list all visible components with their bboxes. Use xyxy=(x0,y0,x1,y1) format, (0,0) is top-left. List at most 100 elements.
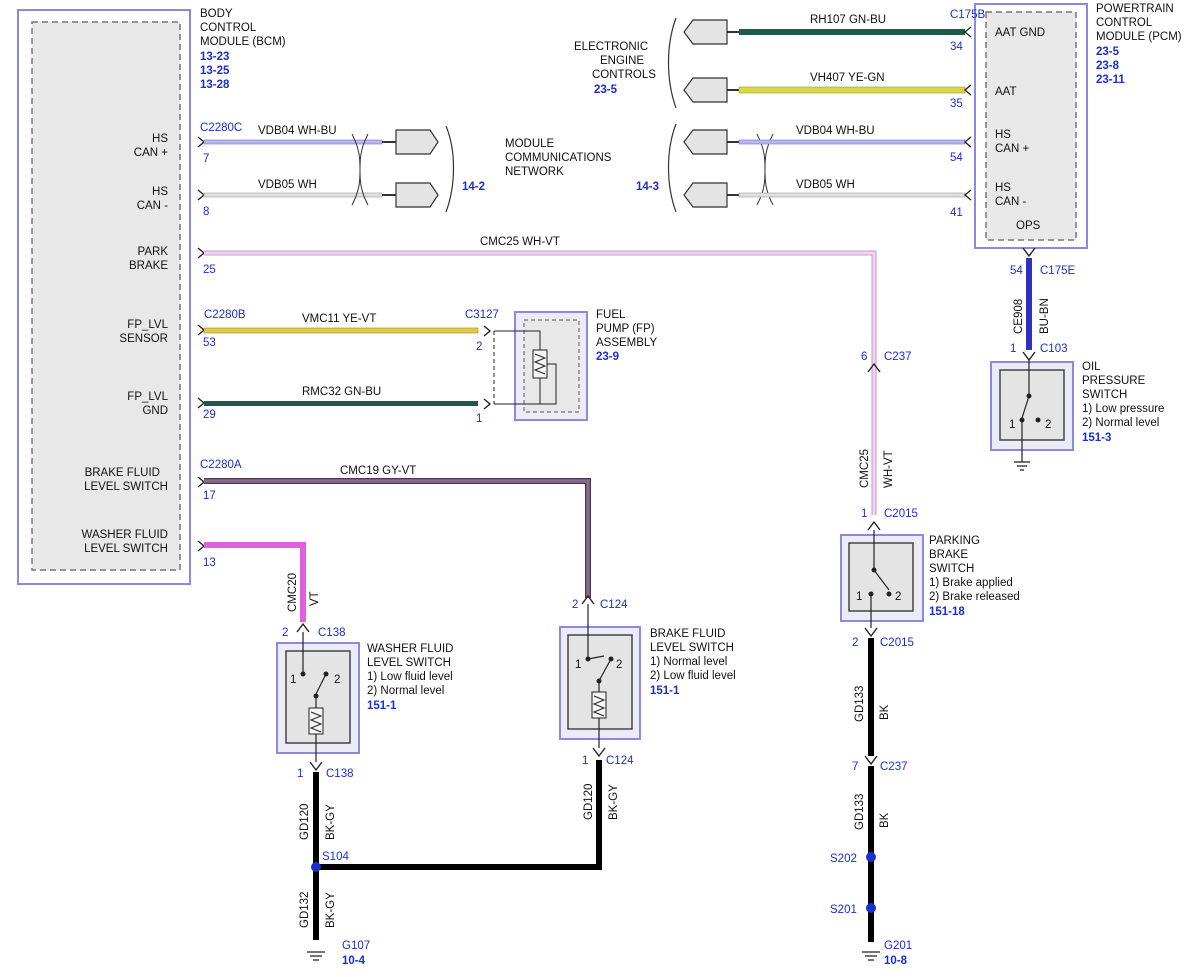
wire-vmc11 xyxy=(203,327,479,334)
park-c2015-bottom: C2015 xyxy=(880,637,914,649)
pcm-pin-aat-gnd: AAT GND xyxy=(995,27,1045,39)
brake-title-1: BRAKE FLUID xyxy=(650,628,725,640)
brake-title-4: 2) Low fluid level xyxy=(650,670,736,682)
fp-pin-1: 1 xyxy=(476,413,482,425)
wire-label-gd132-a: GD132 xyxy=(299,892,311,928)
bcm-pin-17: 17 xyxy=(203,490,216,502)
bcm-connector-c2280b: C2280B xyxy=(204,309,246,321)
pcm-title-3: MODULE (PCM) xyxy=(1096,31,1182,43)
bcm-ref-2: 13-25 xyxy=(200,65,230,77)
bcm-ref-1: 13-23 xyxy=(200,51,229,63)
mcn-connector-plus xyxy=(395,129,439,155)
oil-title-5: 2) Normal level xyxy=(1082,417,1159,429)
wire-rh107 xyxy=(739,29,965,35)
splice-s201: S201 xyxy=(830,904,857,916)
bcm-pin-hscan-minus-1: HS xyxy=(152,186,168,198)
oil-connector-c103: C103 xyxy=(1040,343,1068,355)
wire-gd133-upper xyxy=(868,638,874,756)
pcm-pin-hscan-plus-2: CAN + xyxy=(995,143,1029,155)
washer-fluid-switch: 2 C138 1 2 1 C138 WASHER FLUID LEVEL SWI… xyxy=(276,622,453,780)
splice-s202: S202 xyxy=(830,853,857,865)
mcn-ref-left: 14-2 xyxy=(462,181,485,193)
pcm-ops-connector: C175E xyxy=(1040,265,1075,277)
mcn-connector-minus xyxy=(395,182,439,208)
wire-label-vmc11: VMC11 YE-VT xyxy=(302,313,376,325)
washer-title-3: 1) Low fluid level xyxy=(367,671,453,683)
bcm-pin-fp-sensor-1: FP_LVL xyxy=(127,319,168,331)
wire-label-vh407: VH407 YE-GN xyxy=(810,72,885,84)
park-title-2: BRAKE xyxy=(929,549,968,561)
washer-pos-2: 2 xyxy=(334,674,340,686)
mcn-title-1: MODULE xyxy=(505,138,555,150)
oil-title-4: 1) Low pressure xyxy=(1082,403,1164,415)
eec-title-1: ELECTRONIC xyxy=(574,41,648,53)
bcm-wires: VDB04 WH-BU VDB05 WH 14-2 CMC25 WH-VT VM… xyxy=(203,125,877,622)
eec-connector-2 xyxy=(683,77,728,103)
ground-wires-left: GD120 BK-GY GD120 BK-GY S104 GD132 BK-GY… xyxy=(299,760,620,967)
pcm-ref-3: 23-11 xyxy=(1096,74,1125,86)
pcm-pin-41: 41 xyxy=(950,207,963,219)
mcn-bracket-left xyxy=(445,125,455,213)
mcn-title-2: COMMUNICATIONS xyxy=(505,152,612,164)
eec-ref: 23-5 xyxy=(594,84,618,96)
park-c2015-top: C2015 xyxy=(884,508,918,520)
washer-title-2: LEVEL SWITCH xyxy=(367,657,451,669)
washer-title-4: 2) Normal level xyxy=(367,685,444,697)
ground-g107: G107 xyxy=(342,940,370,952)
pcm-ops-label: OPS xyxy=(1016,220,1041,232)
ground-g107-symbol xyxy=(307,951,325,961)
bcm-pin-hscan-plus-1: HS xyxy=(152,133,168,145)
oil-pos-2: 2 xyxy=(1045,419,1051,431)
washer-pin-2: 2 xyxy=(282,627,288,639)
pcm-pin-hscan-minus-1: HS xyxy=(995,182,1011,194)
mcn-right-connector-minus xyxy=(683,182,728,208)
bcm-pin-park-brake-2: BRAKE xyxy=(129,260,168,272)
wire-cmc19 xyxy=(204,479,590,598)
bcm-pin-fp-sensor-2: SENSOR xyxy=(119,333,168,345)
park-title-3: SWITCH xyxy=(929,563,974,575)
pcm-pin-hscan-minus-2: CAN - xyxy=(995,196,1026,208)
fp-title-2: PUMP (FP) xyxy=(596,323,655,335)
wire-label-gd120-a: GD120 xyxy=(299,804,311,840)
bcm-pin-13: 13 xyxy=(203,557,216,569)
wire-label-gd133b-a: GD133 xyxy=(854,794,866,830)
eec-section: ELECTRONIC ENGINE CONTROLS 23-5 RH107 GN… xyxy=(574,14,966,213)
mcn-label: MODULE COMMUNICATIONS NETWORK xyxy=(505,138,612,178)
oil-ref: 151-3 xyxy=(1082,432,1111,444)
fp-connector-c3127: C3127 xyxy=(465,309,499,321)
bcm-connector-c2280a: C2280A xyxy=(200,459,242,471)
wire-gd120-right xyxy=(316,760,602,870)
oil-pin-1: 1 xyxy=(1010,343,1016,355)
park-pos-2: 2 xyxy=(895,591,901,603)
wire-label-vdb05-right: VDB05 WH xyxy=(796,179,855,191)
park-c237-bottom: C237 xyxy=(880,761,908,773)
pcm-pin-hscan-plus-1: HS xyxy=(995,129,1011,141)
fuel-pump-assembly: C3127 2 1 FUEL PUMP (FP) ASSEMBLY 23-9 xyxy=(465,309,657,425)
brake-pin-1: 1 xyxy=(582,755,588,767)
oil-pos-1: 1 xyxy=(1009,419,1015,431)
bcm-pin-fp-gnd-2: GND xyxy=(142,405,168,417)
bcm-pin-7: 7 xyxy=(203,153,209,165)
bcm-pin-25: 25 xyxy=(203,264,216,276)
bcm-pin-hscan-minus-2: CAN - xyxy=(137,200,168,212)
twisted-pair-left xyxy=(351,133,369,206)
fp-ref: 23-9 xyxy=(596,351,619,363)
wire-label-gd133a-a: GD133 xyxy=(854,686,866,722)
oil-pressure-switch: 1 C103 1 2 OIL PRESSURE SWITCH 1) Low pr… xyxy=(990,343,1164,471)
mcn-title-3: NETWORK xyxy=(505,166,564,178)
pcm-ref-2: 23-8 xyxy=(1096,60,1120,72)
wire-label-rh107: RH107 GN-BU xyxy=(810,14,886,26)
bcm-pin-brake-fluid-2: LEVEL SWITCH xyxy=(84,481,168,493)
washer-ref: 151-1 xyxy=(367,700,397,712)
fp-title-3: ASSEMBLY xyxy=(596,337,657,349)
splice-s104: S104 xyxy=(322,851,349,863)
wire-label-ce908-b: BU-BN xyxy=(1039,298,1051,334)
bcm-pin-washer-fluid-1: WASHER FLUID xyxy=(82,529,168,541)
wire-label-cmc20-b: VT xyxy=(309,591,321,606)
wire-label-cmc25: CMC25 WH-VT xyxy=(480,236,560,248)
bcm-title-1: BODY xyxy=(200,8,233,20)
wire-label-gd120-b: BK-GY xyxy=(325,804,337,840)
oil-title-2: PRESSURE xyxy=(1082,375,1146,387)
washer-title-1: WASHER FLUID xyxy=(367,643,453,655)
